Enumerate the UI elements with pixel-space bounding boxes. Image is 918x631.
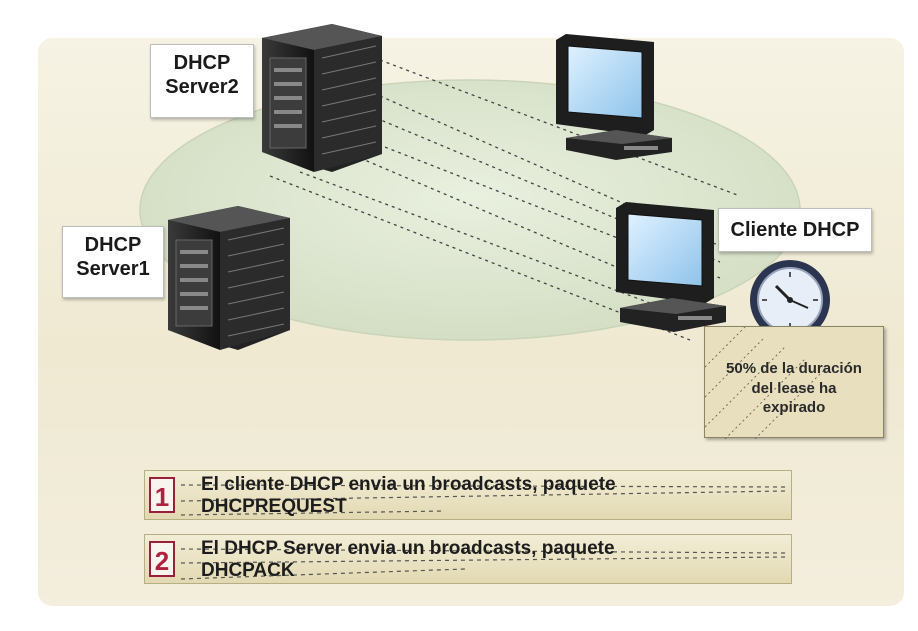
step-number: 1 <box>149 477 175 513</box>
server2-label-line2: Server2 <box>165 76 239 99</box>
server-icon <box>262 24 382 172</box>
server2-label: DHCP Server2 <box>150 44 254 118</box>
clock-icon <box>750 260 830 340</box>
server1-label: DHCP Server1 <box>62 226 164 298</box>
step-text-line2: DHCPREQUEST <box>201 496 347 517</box>
server-icon <box>168 206 290 350</box>
server1-label-line1: DHCP <box>84 234 142 256</box>
step-row: 1 El cliente DHCP envia un broadcasts, p… <box>144 470 792 520</box>
lease-note-line1: 50% de la duración <box>726 360 862 377</box>
note-hatch <box>705 327 826 439</box>
server1-label-line2: Server1 <box>76 258 150 281</box>
step-text: El DHCP Server envia un broadcasts, paqu… <box>201 538 771 582</box>
lease-note-line3: expirado <box>762 399 826 416</box>
step-text-line2: DHCPACK <box>201 560 295 581</box>
step-row: 2 El DHCP Server envia un broadcasts, pa… <box>144 534 792 584</box>
step-text-line1: El cliente DHCP envia un broadcasts, paq… <box>201 474 616 495</box>
server2-label-line1: DHCP <box>173 52 231 74</box>
lease-note-line2: del lease ha <box>751 379 837 397</box>
lease-note: 50% de la duración del lease ha expirado <box>704 326 884 439</box>
computer-icon <box>556 34 672 160</box>
step-text: El cliente DHCP envia un broadcasts, paq… <box>201 474 771 518</box>
client-label: Cliente DHCP <box>718 208 872 252</box>
computer-icon <box>616 202 726 332</box>
step-number: 2 <box>149 541 175 577</box>
step-text-line1: El DHCP Server envia un broadcasts, paqu… <box>201 538 615 559</box>
